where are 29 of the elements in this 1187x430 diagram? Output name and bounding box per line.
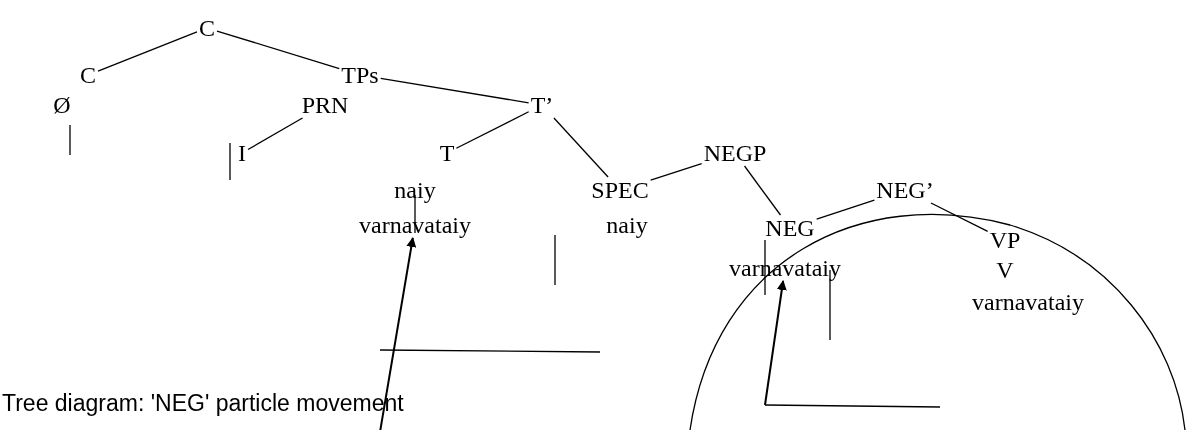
tree-label: SPEC (589, 177, 651, 203)
tree-label: I (236, 140, 248, 166)
tree-label: C (197, 15, 217, 41)
tree-label: naiy (604, 212, 650, 238)
tree-label: VP (987, 227, 1023, 253)
tree-label: TPs (339, 62, 381, 88)
tree-label: varnavataiy (970, 289, 1086, 315)
branch-line (216, 30, 340, 70)
branch-line (97, 31, 198, 72)
tree-label: NEGP (701, 140, 769, 166)
tree-label: C (78, 62, 98, 88)
branch-line (743, 165, 782, 216)
tree-label: T (437, 140, 457, 166)
tree-label: NEG (763, 215, 817, 241)
tree-label: Ø (51, 92, 73, 118)
branch-line (650, 163, 703, 181)
tree-label: V (994, 257, 1016, 283)
tree-label: PRN (299, 92, 351, 118)
branch-line (930, 202, 989, 232)
branch-line (455, 111, 530, 149)
arrow (379, 237, 417, 430)
tree-label: naiy (392, 177, 438, 203)
branch-line (247, 117, 304, 151)
tree-label: NEG’ (874, 177, 936, 203)
branch-line (816, 199, 875, 220)
arrow (764, 280, 787, 406)
branch-line (553, 117, 609, 178)
branch-line (380, 77, 530, 104)
tree-label: T’ (528, 92, 556, 118)
